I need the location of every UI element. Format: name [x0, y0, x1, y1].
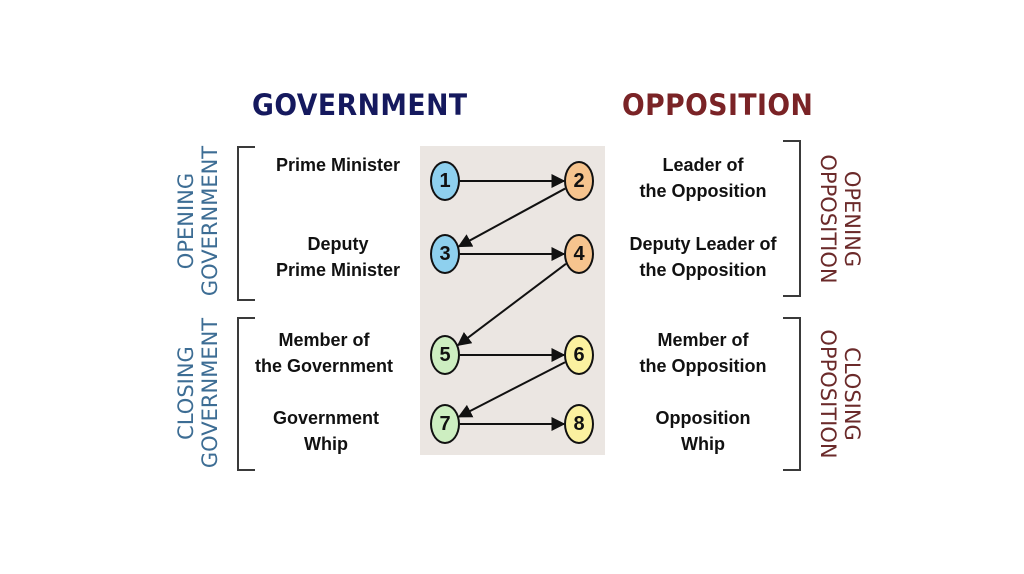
role-member-of-government-line-1: Member of	[278, 330, 370, 350]
closing-government-bracket	[237, 317, 255, 471]
speaker-node-3-label: 3	[439, 242, 451, 265]
role-government-whip-line-1: Government	[272, 408, 380, 428]
opposition-heading: OPPOSITION	[622, 88, 814, 122]
speaker-node-7: 7	[430, 404, 460, 444]
role-prime-minister: Prime Minister	[243, 152, 433, 178]
role-government-whip: Government Whip	[231, 405, 421, 457]
arrow-n6-to-n7	[457, 361, 566, 418]
speaker-node-6: 6	[564, 335, 594, 375]
role-deputy-prime-minister: Deputy Prime Minister	[243, 231, 433, 283]
speaker-node-3: 3	[430, 234, 460, 274]
speaker-node-4: 4	[564, 234, 594, 274]
role-member-of-government-line-2: the Government	[254, 356, 394, 376]
role-deputy-leader-of-opposition-line-2: the Opposition	[639, 260, 767, 280]
speaker-node-8: 8	[564, 404, 594, 444]
opening-opposition-bracket	[783, 140, 801, 297]
role-leader-of-opposition-line-1: Leader of	[662, 155, 744, 175]
role-member-of-opposition-line-2: the Opposition	[639, 356, 767, 376]
role-leader-of-opposition: Leader of the Opposition	[608, 152, 798, 204]
speaker-node-6-label: 6	[573, 343, 585, 366]
role-deputy-leader-of-opposition-line-1: Deputy Leader of	[629, 234, 777, 254]
role-prime-minister-line-1: Prime Minister	[275, 155, 401, 175]
speaker-node-8-label: 8	[573, 412, 585, 435]
closing-opposition-bracket	[783, 317, 801, 471]
role-deputy-prime-minister-line-2: Prime Minister	[275, 260, 401, 280]
role-member-of-opposition: Member of the Opposition	[608, 327, 798, 379]
role-opposition-whip-line-1: Opposition	[655, 408, 751, 428]
opening-government-bracket	[237, 146, 255, 301]
role-opposition-whip: Opposition Whip	[608, 405, 798, 457]
speaker-node-1-label: 1	[439, 169, 451, 192]
government-heading: GOVERNMENT	[252, 88, 468, 122]
speaker-node-1: 1	[430, 161, 460, 201]
role-deputy-prime-minister-line-1: Deputy	[307, 234, 369, 254]
role-opposition-whip-line-2: Whip	[681, 434, 725, 454]
speaker-node-2-label: 2	[573, 169, 585, 192]
role-deputy-leader-of-opposition: Deputy Leader of the Opposition	[608, 231, 798, 283]
role-government-whip-line-2: Whip	[304, 434, 348, 454]
role-leader-of-opposition-line-2: the Opposition	[639, 181, 767, 201]
role-member-of-opposition-line-1: Member of	[657, 330, 749, 350]
arrow-n2-to-n3	[457, 187, 566, 248]
speaker-node-2: 2	[564, 161, 594, 201]
arrow-n4-to-n5	[456, 263, 567, 347]
speaker-node-5-label: 5	[439, 343, 451, 366]
role-member-of-government: Member of the Government	[229, 327, 419, 379]
speaker-node-4-label: 4	[573, 242, 585, 265]
speaker-node-7-label: 7	[439, 412, 451, 435]
speaker-node-5: 5	[430, 335, 460, 375]
